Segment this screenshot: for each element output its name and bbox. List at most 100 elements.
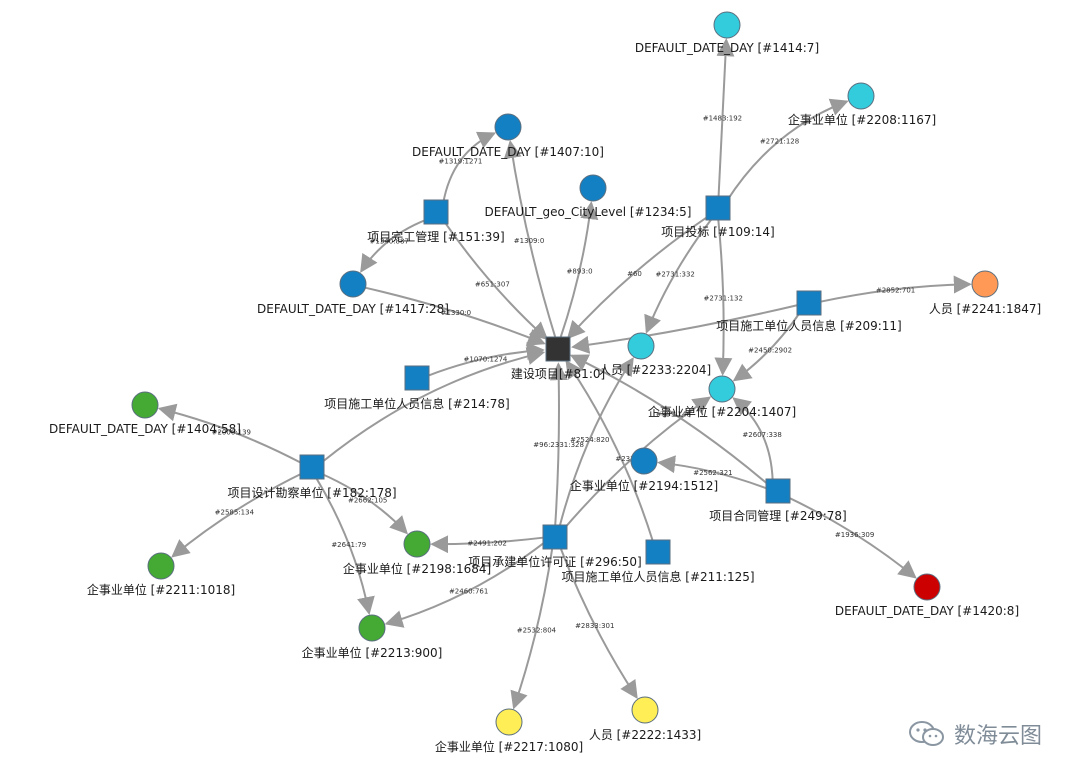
node-labels-layer: 建设项目[#81:0]DEFAULT_DATE_DAY [#1414:7]企事业…	[49, 41, 1041, 754]
edge-n211-n81	[565, 359, 655, 543]
edge-label: #2524:820	[570, 436, 609, 444]
node-n1404[interactable]	[131, 391, 159, 419]
edge-label: #2562:321	[693, 469, 732, 477]
node-n1414[interactable]	[713, 11, 741, 39]
node-n109[interactable]	[705, 195, 731, 221]
wechat-icon	[908, 721, 944, 746]
edge-label: #2450:2902	[748, 346, 792, 354]
edge-n109-n2208	[725, 98, 849, 202]
node-label-n2233: 人员 [#2233:2204]	[599, 363, 711, 377]
node-n296[interactable]	[542, 524, 568, 550]
edge-n249-n81	[569, 354, 770, 486]
edge-n151-n1417	[360, 218, 429, 273]
edge-label: #1309:0	[514, 237, 545, 245]
node-n1234[interactable]	[579, 174, 607, 202]
node-label-n296: 项目承建单位许可证 [#296:50]	[468, 554, 641, 569]
edge-label: #1936:309	[835, 531, 874, 539]
edge-n296-n2217	[510, 547, 554, 710]
edges-layer	[157, 38, 972, 710]
node-label-n2204: 企事业单位 [#2204:1407]	[648, 404, 796, 419]
node-n2211[interactable]	[147, 552, 175, 580]
edge-n151-n81	[442, 219, 549, 341]
edge-label: #2000:139	[212, 428, 251, 436]
node-label-n2211: 企事业单位 [#2211:1018]	[87, 582, 235, 597]
node-label-n151: 项目完工管理 [#151:39]	[367, 229, 504, 244]
node-label-n2213: 企事业单位 [#2213:900]	[302, 645, 443, 660]
node-n2198[interactable]	[403, 530, 431, 558]
node-n151[interactable]	[423, 199, 449, 225]
node-n249[interactable]	[765, 478, 791, 504]
node-n2241[interactable]	[971, 270, 999, 298]
node-n1417[interactable]	[339, 270, 367, 298]
node-n81[interactable]	[545, 336, 571, 362]
node-n1420[interactable]	[913, 573, 941, 601]
node-label-n1420: DEFAULT_DATE_DAY [#1420:8]	[835, 604, 1019, 618]
edge-label: #651:307	[475, 280, 510, 288]
edge-n182-n1404	[157, 403, 303, 465]
edge-n182-n81	[321, 347, 546, 464]
node-label-n182: 项目设计勘察单位 [#182:178]	[227, 485, 396, 500]
edge-label: #1483:192	[703, 114, 742, 122]
edge-label: #893:0	[567, 267, 593, 275]
edge-n296-n2213	[384, 541, 546, 628]
node-n2222[interactable]	[631, 696, 659, 724]
edge-n209-n2241	[819, 275, 972, 303]
node-label-n1234: DEFAULT_geo_CityLevel [#1234:5]	[485, 205, 692, 219]
node-n2233[interactable]	[627, 332, 655, 360]
node-label-n1417: DEFAULT_DATE_DAY [#1417:28]	[257, 302, 449, 316]
edge-n151-n1407	[442, 131, 497, 204]
node-label-n2208: 企事业单位 [#2208:1167]	[788, 112, 936, 127]
node-n209[interactable]	[796, 290, 822, 316]
edge-label: #2585:134	[215, 508, 255, 516]
node-n182[interactable]	[299, 454, 325, 480]
node-n2194[interactable]	[630, 447, 658, 475]
node-label-n2217: 企事业单位 [#2217:1080]	[435, 739, 583, 754]
edge-label: #2607:338	[742, 431, 781, 439]
edge-label: #959:148	[656, 410, 691, 418]
node-n214[interactable]	[404, 365, 430, 391]
node-label-n1404: DEFAULT_DATE_DAY [#1404:58]	[49, 422, 241, 436]
node-label-n249: 项目合同管理 [#249:78]	[709, 508, 846, 523]
edge-label: #2641:79	[331, 541, 366, 549]
edge-label: #2532:804	[517, 627, 557, 635]
edge-n209-n81	[571, 304, 799, 354]
edge-label: #2721:128	[760, 138, 799, 146]
node-label-n2194: 企事业单位 [#2194:1512]	[570, 478, 718, 493]
node-n2217[interactable]	[495, 708, 523, 736]
edge-n249-n2194	[657, 455, 768, 490]
edge-n182-n2211	[171, 472, 304, 558]
edge-n296-n2222	[559, 546, 638, 699]
node-n2213[interactable]	[358, 614, 386, 642]
node-label-n2198: 企事业单位 [#2198:1684]	[343, 561, 491, 576]
node-label-n2222: 人员 [#2222:1433]	[589, 728, 701, 742]
node-n2208[interactable]	[847, 82, 875, 110]
edge-label: #2731:132	[704, 294, 743, 302]
edge-label: #2731:332	[655, 270, 694, 278]
edge-label: #1330:0	[441, 309, 472, 317]
edge-label: #2662:105	[348, 497, 387, 505]
edge-n209-n2204	[732, 310, 803, 382]
edge-label: #2460:761	[449, 588, 488, 596]
node-label-n1414: DEFAULT_DATE_DAY [#1414:7]	[635, 41, 819, 55]
node-label-n1407: DEFAULT_DATE_DAY [#1407:10]	[412, 145, 604, 159]
edge-n249-n2204	[732, 397, 774, 482]
edge-n109-n81	[566, 214, 711, 340]
watermark-text: 数海云图	[953, 724, 1042, 749]
node-label-n211: 项目施工单位人员信息 [#211:125]	[561, 569, 754, 584]
edge-n81-n1407	[503, 140, 557, 339]
watermark: 数海云图	[908, 718, 1042, 750]
edge-n109-n2204	[714, 218, 733, 376]
node-n2204[interactable]	[708, 375, 736, 403]
edge-n81-n1234	[559, 201, 599, 339]
node-n1407[interactable]	[494, 113, 522, 141]
node-n211[interactable]	[645, 539, 671, 565]
edge-n296-n2198	[430, 535, 545, 554]
edge-n182-n2198	[320, 472, 408, 535]
edge-n296-n81	[549, 362, 568, 527]
node-label-n214: 项目施工单位人员信息 [#214:78]	[324, 396, 509, 411]
node-label-n2241: 人员 [#2241:1847]	[929, 302, 1041, 316]
node-label-n109: 项目投标 [#109:14]	[661, 224, 774, 239]
node-label-n209: 项目施工单位人员信息 [#209:11]	[716, 318, 901, 333]
edge-label: #1319:1271	[439, 158, 483, 166]
